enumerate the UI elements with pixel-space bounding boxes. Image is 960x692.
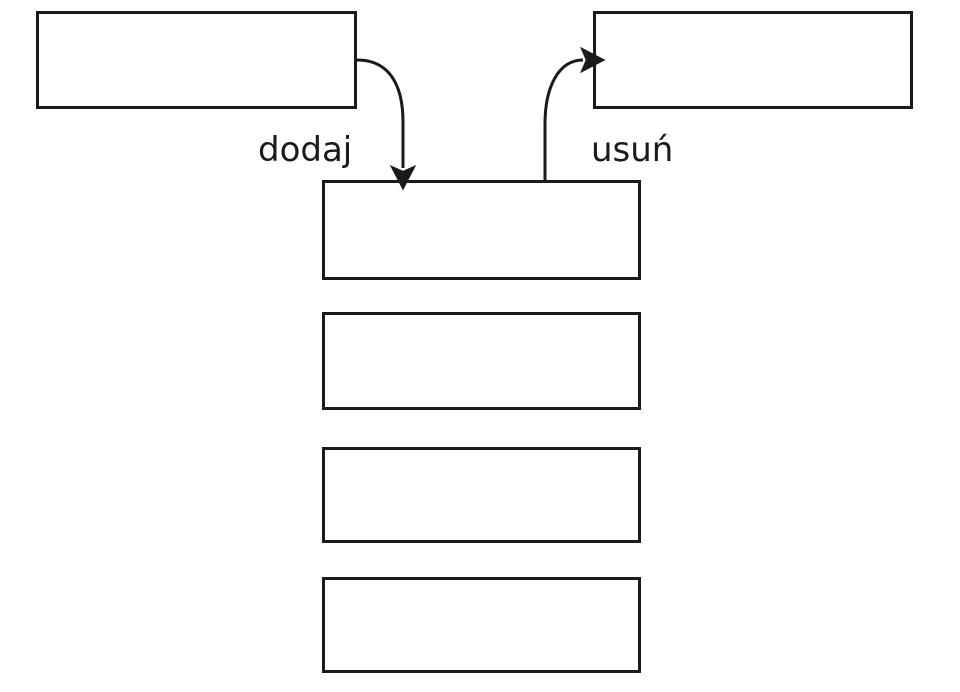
stack-cell-top[interactable] — [322, 180, 641, 280]
stack-cell-third[interactable] — [322, 447, 641, 543]
source-box[interactable] — [36, 11, 357, 109]
stack-cell-second[interactable] — [322, 312, 641, 410]
target-box[interactable] — [593, 11, 913, 109]
edge-usun-path — [543, 46, 606, 180]
edge-dodaj-path — [356, 58, 417, 191]
edge-label-usun: usuń — [591, 130, 674, 170]
edge-label-dodaj: dodaj — [258, 130, 353, 170]
stack-cell-bottom[interactable] — [322, 577, 641, 673]
